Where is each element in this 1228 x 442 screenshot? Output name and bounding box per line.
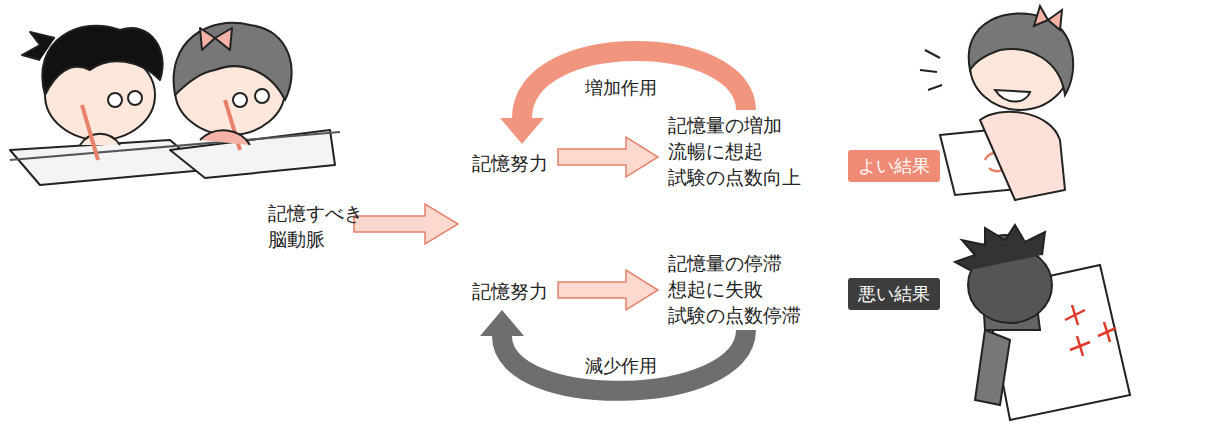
result-text-label: 記憶量の増加 流暢に想起 試験の点数向上 [668, 112, 812, 190]
result-text-label: 記憶量の停滞 想起に失敗 試験の点数停滞 [668, 250, 812, 328]
edge-label: 減少作用 [585, 354, 657, 378]
studying-children [10, 23, 340, 185]
edge-label: 増加作用 [585, 76, 657, 100]
topic-text: 記憶すべき 脳動脈 [268, 200, 371, 252]
flow-arrow [354, 204, 458, 244]
effort-text-label: 記憶努力 [472, 150, 548, 176]
effort-text: 記憶努力 [472, 150, 548, 176]
effort-text: 記憶努力 [472, 278, 548, 304]
result-text: 記憶量の停滞 想起に失敗 試験の点数停滞 [668, 250, 812, 328]
bad-result-badge-label: 悪い結果 [848, 278, 940, 310]
result-text: 記憶量の増加 流暢に想起 試験の点数向上 [668, 112, 812, 190]
sad-boy [955, 225, 1130, 420]
good-result-badge: よい結果 [848, 150, 940, 182]
effort-text-label: 記憶努力 [472, 278, 548, 304]
good-result-badge-label: よい結果 [848, 150, 940, 182]
happy-girl [920, 6, 1073, 200]
connector-arrow [558, 270, 658, 310]
bad-result-badge: 悪い結果 [848, 278, 940, 310]
topic-text-label: 記憶すべき 脳動脈 [268, 200, 371, 252]
connector-arrow [558, 137, 658, 177]
